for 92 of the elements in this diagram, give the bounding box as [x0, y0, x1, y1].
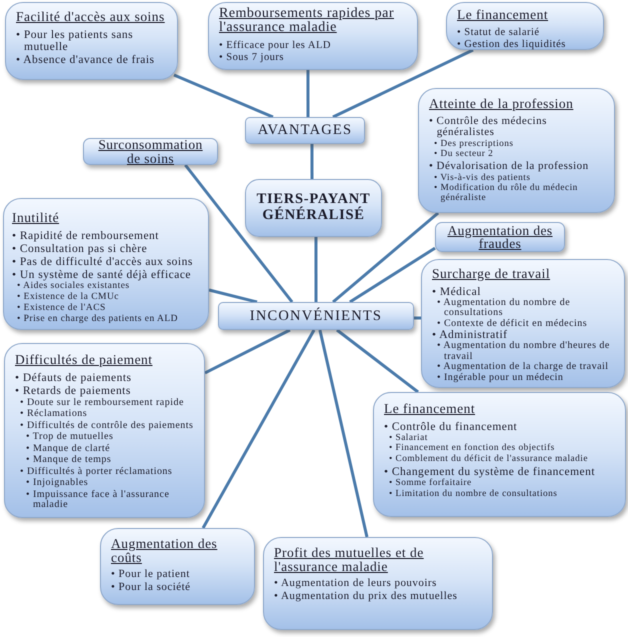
box-heading: Inutilité [12, 211, 60, 224]
bullet-item: • Statut de salarié [457, 26, 540, 38]
topic-box [435, 222, 565, 252]
bullet-item: • Contexte de déficit en médecins [437, 318, 588, 330]
bullet-item: • Augmentation de la charge de travail [437, 362, 609, 373]
bullet-item: • Absence d'avance de frais [16, 54, 154, 66]
box-heading: Profit des mutuelles et de l'assurance maladie [274, 546, 425, 573]
bullet-item: • Prise en charge des patients en ALD [17, 314, 178, 325]
box-heading: Augmentation des fraudes [446, 224, 554, 250]
connector-line [204, 328, 291, 374]
bullet-item: • Contrôle des médecins généralistes [429, 116, 548, 139]
topic-box [373, 392, 626, 517]
connector-line [349, 246, 436, 304]
box-label: AVANTAGES [258, 122, 352, 139]
connector-line [310, 144, 314, 179]
topic-box [208, 2, 418, 70]
bullet-item: • Difficultés à porter réclamations [20, 466, 172, 478]
box-heading: Facilité d'accès aux soins [16, 10, 165, 24]
connector-line [173, 74, 274, 118]
central-topic-box [245, 179, 382, 237]
topic-box [3, 198, 209, 330]
bullet-item: • Comblement du déficit de l'assurance maladie [389, 455, 588, 465]
connector-line [414, 316, 421, 320]
bullet-item: • Existence de la CMUc [17, 292, 119, 303]
topic-box [418, 88, 615, 213]
box-label: TIERS-PAYANT GÉNÉRALISÉ [256, 192, 372, 224]
bullet-item: • Manque de temps [26, 455, 112, 466]
bullet-item: • Consultation pas si chère [12, 242, 148, 255]
bullet-item: • Des prescriptions [434, 140, 514, 150]
box-heading: Difficultés de paiement [15, 353, 152, 366]
category-box [245, 117, 365, 144]
bullet-item: • Dévalorisation de la profession [429, 161, 589, 173]
topic-box [421, 259, 625, 388]
category-box [218, 302, 414, 330]
bullet-item: • Augmentation du nombre d'heures de travail [437, 341, 611, 362]
bullet-item: • Réclamations [20, 409, 88, 420]
connector-line [314, 237, 318, 302]
bullet-item: • Trop de mutuelles [26, 432, 114, 443]
bullet-item: • Augmentation du prix des mutuelles [274, 590, 458, 602]
connector-line [332, 212, 440, 304]
connector-line [318, 330, 368, 538]
bullet-item: • Augmentation de leurs pouvoirs [274, 578, 437, 590]
topic-box [263, 537, 493, 630]
box-heading: Atteinte de la profession [429, 97, 574, 110]
bullet-item: • Injoignables [26, 478, 88, 489]
topic-box [83, 138, 218, 165]
bullet-item: • Gestion des liquidités [457, 38, 566, 50]
bullet-item: • Modification du rôle du médecin généraliste [434, 184, 579, 204]
bullet-item: • Doute sur le remboursement rapide [20, 398, 184, 408]
bullet-item: • Un système de santé déjà efficace [12, 268, 191, 281]
bullet-item: • Pour le patient [111, 569, 190, 581]
bullet-item: • Limitation du nombre de consultations [389, 490, 558, 500]
bullet-item: • Rapidité de remboursement [12, 230, 159, 242]
bullet-item: • Du secteur 2 [434, 150, 494, 160]
box-label: INCONVÉNIENTS [250, 308, 382, 324]
topic-box [100, 528, 255, 605]
box-heading: Surcharge de travail [432, 267, 550, 280]
bullet-item: • Pour la société [111, 582, 191, 594]
box-heading: Remboursements rapides par l'assurance maladie [219, 7, 395, 35]
bullet-item: • Aides sociales existantes [17, 282, 130, 292]
bullet-item: • Impuissance face à l'assurance maladie [26, 490, 170, 511]
bullet-item: • Retards de paiements [15, 384, 131, 397]
connector-line [306, 70, 310, 117]
bullet-item: • Pas de difficulté d'accès aux soins [12, 256, 193, 268]
bullet-item: • Augmentation du nombre de consultations [437, 298, 572, 319]
bullet-item: • Ingérable pour un médecin [437, 372, 564, 384]
bullet-item: • Administratif [432, 329, 508, 342]
topic-box [4, 343, 205, 518]
connector-line [336, 328, 419, 394]
box-heading: Surconsommation de soins [97, 138, 204, 165]
bullet-item: • Changement du système de financement [384, 466, 595, 478]
box-heading: Le financement [457, 8, 548, 22]
bullet-item: • Efficace pour les ALD [219, 40, 331, 52]
bullet-item: • Médical [432, 286, 482, 298]
topic-box [5, 2, 178, 80]
bullet-item: • Défauts de paiements [15, 372, 132, 384]
connector-line [184, 164, 294, 303]
bullet-item: • Salariat [389, 434, 428, 444]
topic-box [446, 2, 604, 50]
bullet-item: • Manque de clarté [26, 444, 110, 454]
bullet-item: • Vis-à-vis des patients [434, 174, 530, 184]
bullet-item: • Sous 7 jours [219, 52, 284, 64]
connector-line [208, 288, 258, 304]
bullet-item: • Financement en fonction des objectifs [389, 444, 555, 454]
bullet-item: • Contrôle du financement [384, 420, 518, 433]
bullet-item: • Difficultés de contrôle des paiements [20, 420, 194, 432]
bullet-item: • Existence de l'ACS [17, 304, 106, 314]
box-heading: Le financement [384, 402, 476, 416]
bullet-item: • Somme forfaitaire [389, 478, 472, 489]
box-heading: Augmentation des coûts [111, 537, 218, 564]
connector-line [332, 48, 474, 118]
bullet-item: • Pour les patients sans mutuelle [16, 28, 134, 53]
